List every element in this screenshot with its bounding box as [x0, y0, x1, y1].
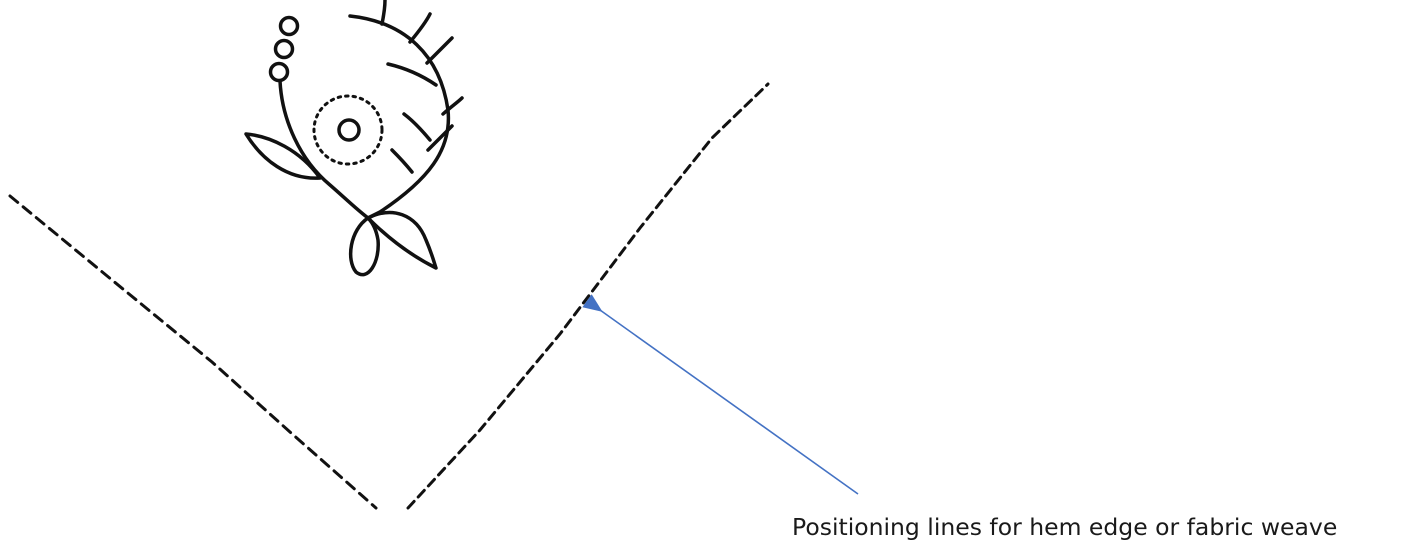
twig-left-2 — [402, 112, 432, 142]
right-positioning-line — [406, 82, 770, 510]
bud-circle-middle — [273, 38, 295, 60]
dotted-circle — [312, 94, 384, 166]
twig-right-1 — [441, 96, 464, 116]
twig-top-1 — [380, 0, 387, 26]
twig-top-3 — [425, 36, 454, 65]
left-positioning-line — [8, 194, 378, 510]
bud-circle-bottom — [268, 61, 290, 83]
bottom-loop — [348, 216, 380, 277]
left-leaf — [244, 132, 322, 180]
curved-branch — [348, 14, 451, 220]
inner-circle — [337, 118, 361, 142]
bud-circle-top — [278, 15, 300, 37]
bottom-right-leaf — [366, 210, 438, 270]
twig-top-2 — [408, 12, 432, 44]
main-stem — [278, 79, 370, 220]
annotation-arrow — [582, 294, 859, 495]
twig-left-3 — [390, 148, 414, 174]
floral-motif — [244, 0, 464, 277]
twig-left-1 — [386, 62, 438, 87]
twig-right-2 — [426, 124, 454, 152]
caption-label: Positioning lines for hem edge or fabric… — [792, 513, 1338, 541]
